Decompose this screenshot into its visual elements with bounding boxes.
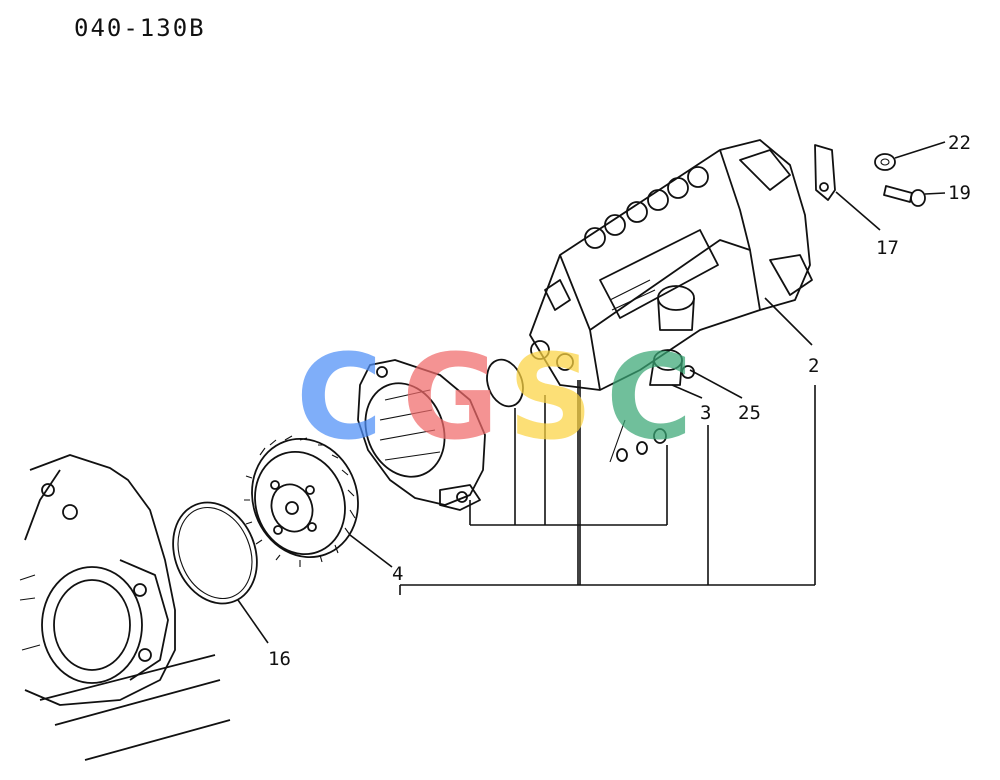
nuts-3 xyxy=(609,419,667,463)
engine-housing xyxy=(19,454,231,761)
callout-25: 25 xyxy=(738,402,761,424)
o-ring-pump xyxy=(486,358,524,408)
gear-housing xyxy=(357,359,486,511)
nut-22 xyxy=(874,153,896,171)
watermark-letter-2: G xyxy=(402,328,499,466)
callout-19: 19 xyxy=(948,182,971,204)
callout-22: 22 xyxy=(948,132,971,154)
watermark-letter-4: C xyxy=(606,328,693,466)
diagram-code: 040-130B xyxy=(74,14,206,42)
callout-3: 3 xyxy=(700,402,711,424)
callout-16: 16 xyxy=(268,648,291,670)
leader-lines xyxy=(237,141,946,644)
drive-gear-4 xyxy=(244,435,359,567)
injection-pump-2 xyxy=(529,139,813,391)
callout-4: 4 xyxy=(392,563,403,585)
watermark-letter-3: S xyxy=(508,328,593,466)
callout-2: 2 xyxy=(808,355,819,377)
o-ring-16 xyxy=(172,501,258,605)
bracket-17 xyxy=(814,144,836,201)
callout-17: 17 xyxy=(876,237,899,259)
bolt-19 xyxy=(883,185,926,207)
watermark-logo: C G S C xyxy=(296,328,693,466)
watermark-letter-1: C xyxy=(296,328,383,466)
